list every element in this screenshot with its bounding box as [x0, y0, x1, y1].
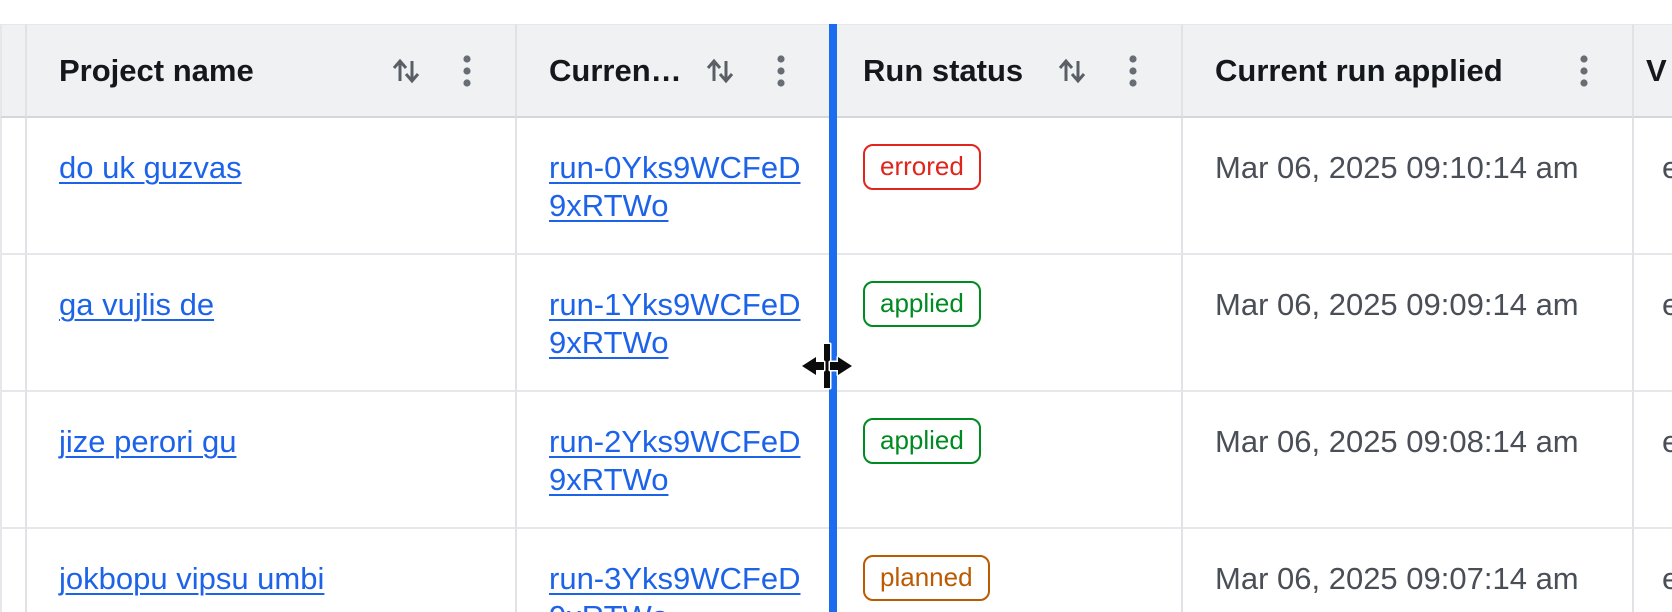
project-link[interactable]: do uk guzvas — [59, 150, 242, 185]
column-header-leading_stub — [0, 24, 27, 118]
column-menu-kebab-icon[interactable] — [777, 54, 785, 88]
clipped-column-cell: e — [1634, 529, 1672, 612]
clipped-cell-text: e — [1662, 424, 1672, 459]
current-run-applied-cell: Mar 06, 2025 09:09:14 am — [1183, 255, 1634, 392]
clipped-cell-text: e — [1662, 561, 1672, 596]
run-status-badge-errored: errored — [863, 144, 981, 190]
clipped-cell-text: e — [1662, 150, 1672, 185]
run-status-badge-applied: applied — [863, 418, 981, 464]
run-applied-timestamp: Mar 06, 2025 09:08:14 am — [1215, 424, 1579, 459]
run-applied-timestamp: Mar 06, 2025 09:07:14 am — [1215, 561, 1579, 596]
runs-table: Project name Current run Run status Current… — [0, 24, 1672, 612]
run-status-badge-planned: planned — [863, 555, 990, 601]
run-status-cell: applied — [831, 255, 1183, 392]
run-id-link[interactable]: run-3Yks9WCFeD9xRTWo — [549, 561, 801, 612]
sort-arrows-icon[interactable] — [703, 54, 737, 88]
run-applied-timestamp: Mar 06, 2025 09:09:14 am — [1215, 287, 1579, 322]
run-status-cell: applied — [831, 392, 1183, 529]
column-header-label: Current run applied — [1215, 52, 1503, 88]
run-applied-timestamp: Mar 06, 2025 09:10:14 am — [1215, 150, 1579, 185]
run-status-cell: errored — [831, 118, 1183, 255]
sort-arrows-icon[interactable] — [1055, 54, 1089, 88]
column-menu-kebab-icon[interactable] — [1580, 54, 1588, 88]
column-menu-kebab-icon[interactable] — [463, 54, 471, 88]
run-status-badge-applied: applied — [863, 281, 981, 327]
project-link[interactable]: jize perori gu — [59, 424, 237, 459]
clipped-cell-text: e — [1662, 287, 1672, 322]
row-stub-cell — [0, 255, 27, 392]
project-link[interactable]: ga vujlis de — [59, 287, 215, 322]
current-run-applied-cell: Mar 06, 2025 09:08:14 am — [1183, 392, 1634, 529]
current-run-applied-cell: Mar 06, 2025 09:07:14 am — [1183, 529, 1634, 612]
column-header-current_run: Current run — [517, 24, 831, 118]
clipped-column-cell: e — [1634, 118, 1672, 255]
column-menu-kebab-icon[interactable] — [1129, 54, 1137, 88]
column-header-label: Current run — [549, 52, 687, 88]
current-run-cell: run-3Yks9WCFeD9xRTWo — [517, 529, 831, 612]
column-header-project_name: Project name — [27, 24, 517, 118]
row-stub-cell — [0, 529, 27, 612]
row-stub-cell — [0, 392, 27, 529]
column-header-current_run_applied: Current run applied — [1183, 24, 1634, 118]
column-resize-handle[interactable] — [829, 24, 837, 612]
column-header-clipped_column: V — [1634, 24, 1672, 118]
clipped-column-cell: e — [1634, 392, 1672, 529]
project-name-cell: ga vujlis de — [27, 255, 517, 392]
project-name-cell: jize perori gu — [27, 392, 517, 529]
column-header-label: V — [1646, 52, 1667, 88]
current-run-applied-cell: Mar 06, 2025 09:10:14 am — [1183, 118, 1634, 255]
project-name-cell: jokbopu vipsu umbi — [27, 529, 517, 612]
project-link[interactable]: jokbopu vipsu umbi — [59, 561, 325, 596]
column-header-label: Project name — [59, 52, 254, 88]
column-header-run_status: Run status — [831, 24, 1183, 118]
project-name-cell: do uk guzvas — [27, 118, 517, 255]
column-header-label: Run status — [863, 52, 1024, 88]
sort-arrows-icon[interactable] — [389, 54, 423, 88]
run-status-cell: planned — [831, 529, 1183, 612]
row-stub-cell — [0, 118, 27, 255]
clipped-column-cell: e — [1634, 255, 1672, 392]
